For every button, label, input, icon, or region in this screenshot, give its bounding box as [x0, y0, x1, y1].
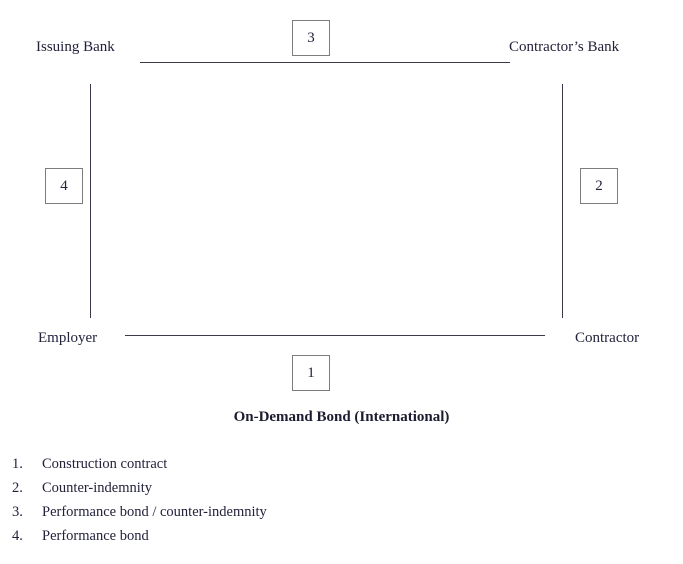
relationship-box-1: 1: [292, 355, 330, 391]
relationship-box-3: 3: [292, 20, 330, 56]
legend-item-text: Construction contract: [42, 456, 168, 472]
legend-item-number: 1.: [12, 456, 23, 472]
connector-line-employer-to-contractor: [125, 335, 545, 336]
legend-item-number: 2.: [12, 480, 23, 496]
party-label-contractor: Contractor: [575, 330, 640, 346]
relationship-box-2: 2: [580, 168, 618, 204]
legend-item: 3. Performance bond / counter-indemnity: [0, 500, 683, 524]
legend-item-text: Counter-indemnity: [42, 480, 153, 496]
legend-item-text: Performance bond / counter-indemnity: [42, 504, 267, 520]
legend-item: 2. Counter-indemnity: [0, 476, 683, 500]
connector-line-contractors-bank-to-contractor: [562, 84, 563, 318]
party-label-contractors-bank: Contractor’s Bank: [509, 39, 620, 55]
diagram-caption: On-Demand Bond (International): [233, 409, 450, 425]
party-label-employer: Employer: [38, 330, 98, 346]
legend-item: 1. Construction contract: [0, 452, 683, 476]
party-label-issuing-bank: Issuing Bank: [36, 39, 115, 55]
legend-item-number: 3.: [12, 504, 23, 520]
connector-line-issuing-bank-to-contractors-bank: [140, 62, 510, 63]
relationship-box-4: 4: [45, 168, 83, 204]
connector-line-issuing-bank-to-employer: [90, 84, 91, 318]
legend-item-number: 4.: [12, 528, 23, 544]
legend-list: 1. Construction contract 2. Counter-inde…: [0, 452, 683, 548]
legend-item-text: Performance bond: [42, 528, 149, 544]
legend-item: 4. Performance bond: [0, 524, 683, 548]
